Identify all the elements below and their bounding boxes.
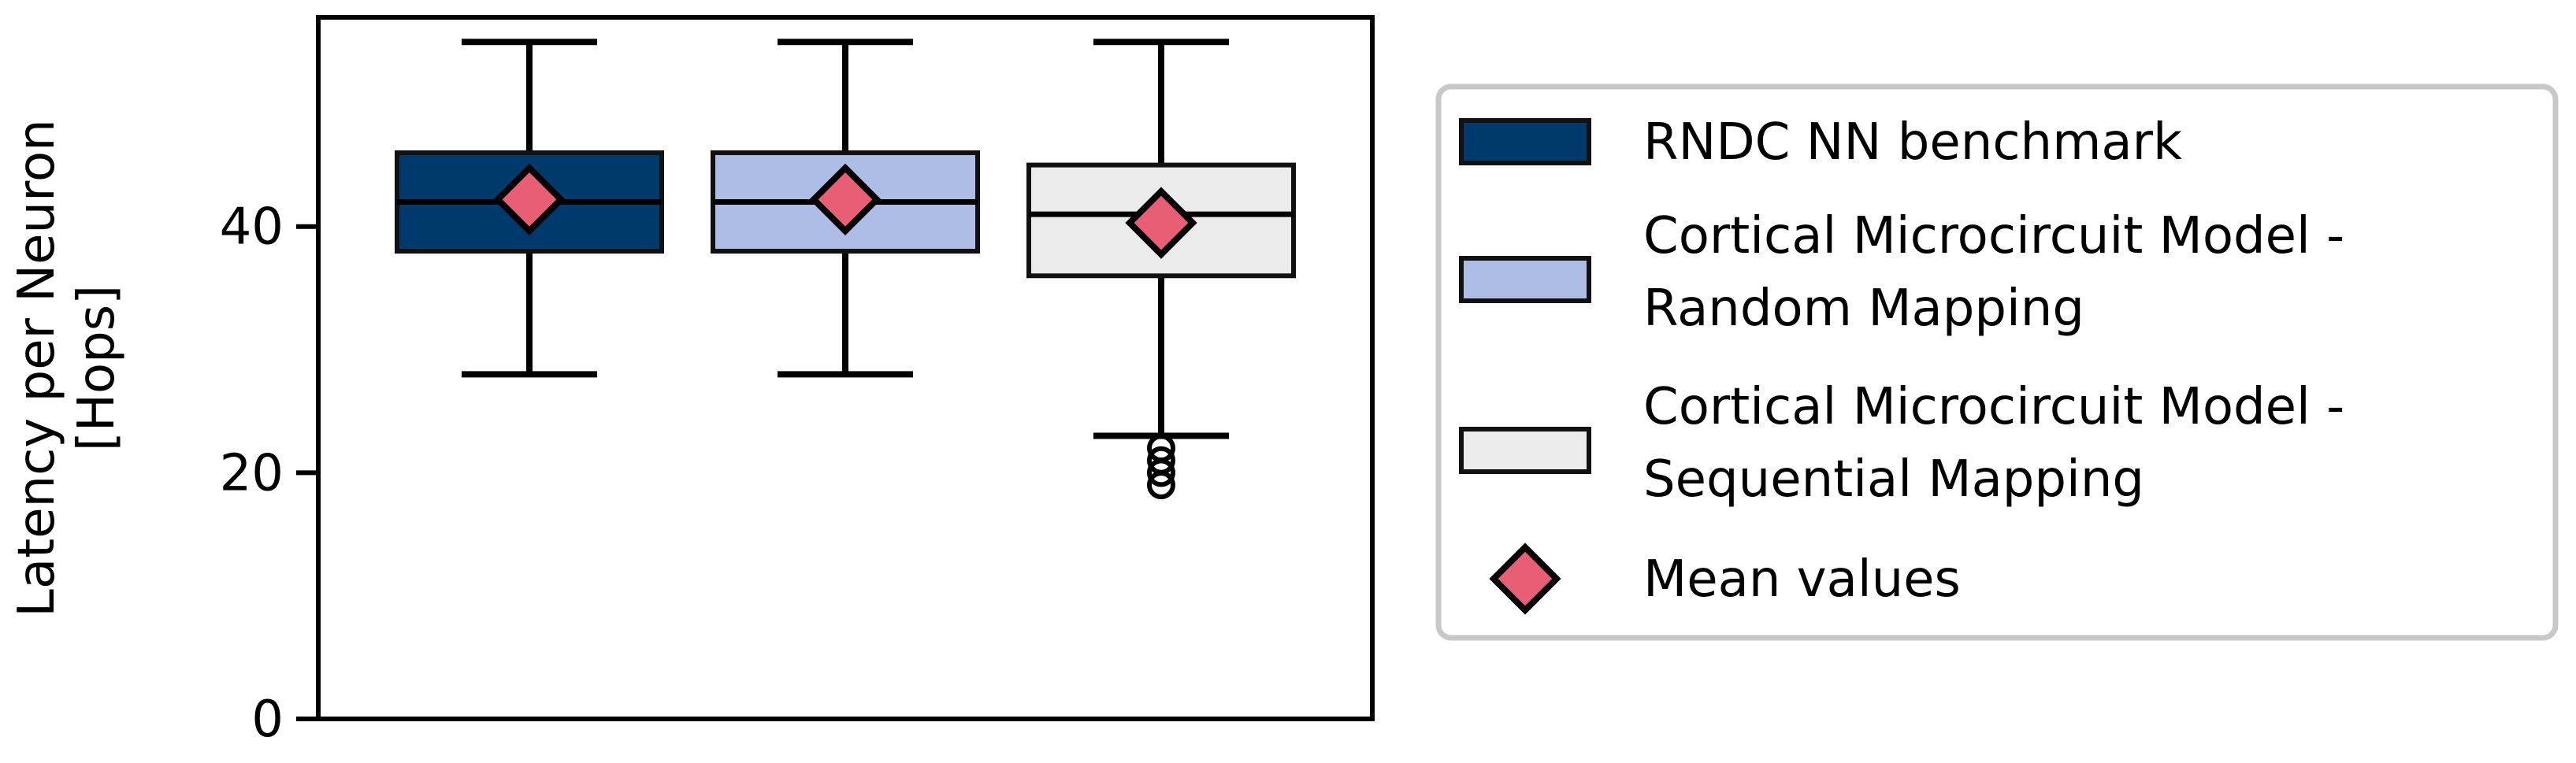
legend-label-line: RNDC NN benchmark <box>1643 113 2182 172</box>
legend-label: RNDC NN benchmark <box>1643 113 2182 172</box>
legend-swatch <box>1459 118 1591 165</box>
legend-mean-marker <box>1489 543 1561 615</box>
outlier-point <box>1147 471 1175 499</box>
y-axis-label: Latency per Neuron[Hops] <box>8 119 126 617</box>
box-group <box>395 39 664 378</box>
legend-swatch <box>1459 256 1591 303</box>
legend-label: Cortical Microcircuit Model - Sequential … <box>1643 378 2344 509</box>
legend-label: Mean values <box>1643 550 1961 609</box>
mean-marker <box>493 163 566 236</box>
y-axis-label-line: Latency per Neuron <box>8 119 66 617</box>
legend-swatch <box>1459 427 1591 474</box>
y-axis-label-line: [Hops] <box>68 285 126 451</box>
legend-label-line: Cortical Microcircuit Model - <box>1643 207 2344 265</box>
legend-label-line: Random Mapping <box>1643 280 2084 338</box>
box-group <box>1026 39 1296 499</box>
legend-label: Cortical Microcircuit Model - Random Mapp… <box>1643 207 2344 338</box>
y-tick-label: 40 <box>220 198 284 257</box>
y-tick-label: 20 <box>220 444 284 502</box>
legend-label-line: Sequential Mapping <box>1643 450 2144 509</box>
box-group <box>711 39 980 378</box>
y-tick-label: 0 <box>251 691 284 749</box>
mean-marker <box>1125 187 1197 259</box>
outlier-point <box>1147 458 1175 487</box>
legend-frame <box>1435 83 2559 641</box>
plot-area: 0 20 40 Latency per Neuron[Hops] <box>8 15 1375 749</box>
mean-marker <box>809 163 882 236</box>
legend-label-line: Cortical Microcircuit Model - <box>1643 378 2344 436</box>
plot-frame <box>316 15 1375 721</box>
